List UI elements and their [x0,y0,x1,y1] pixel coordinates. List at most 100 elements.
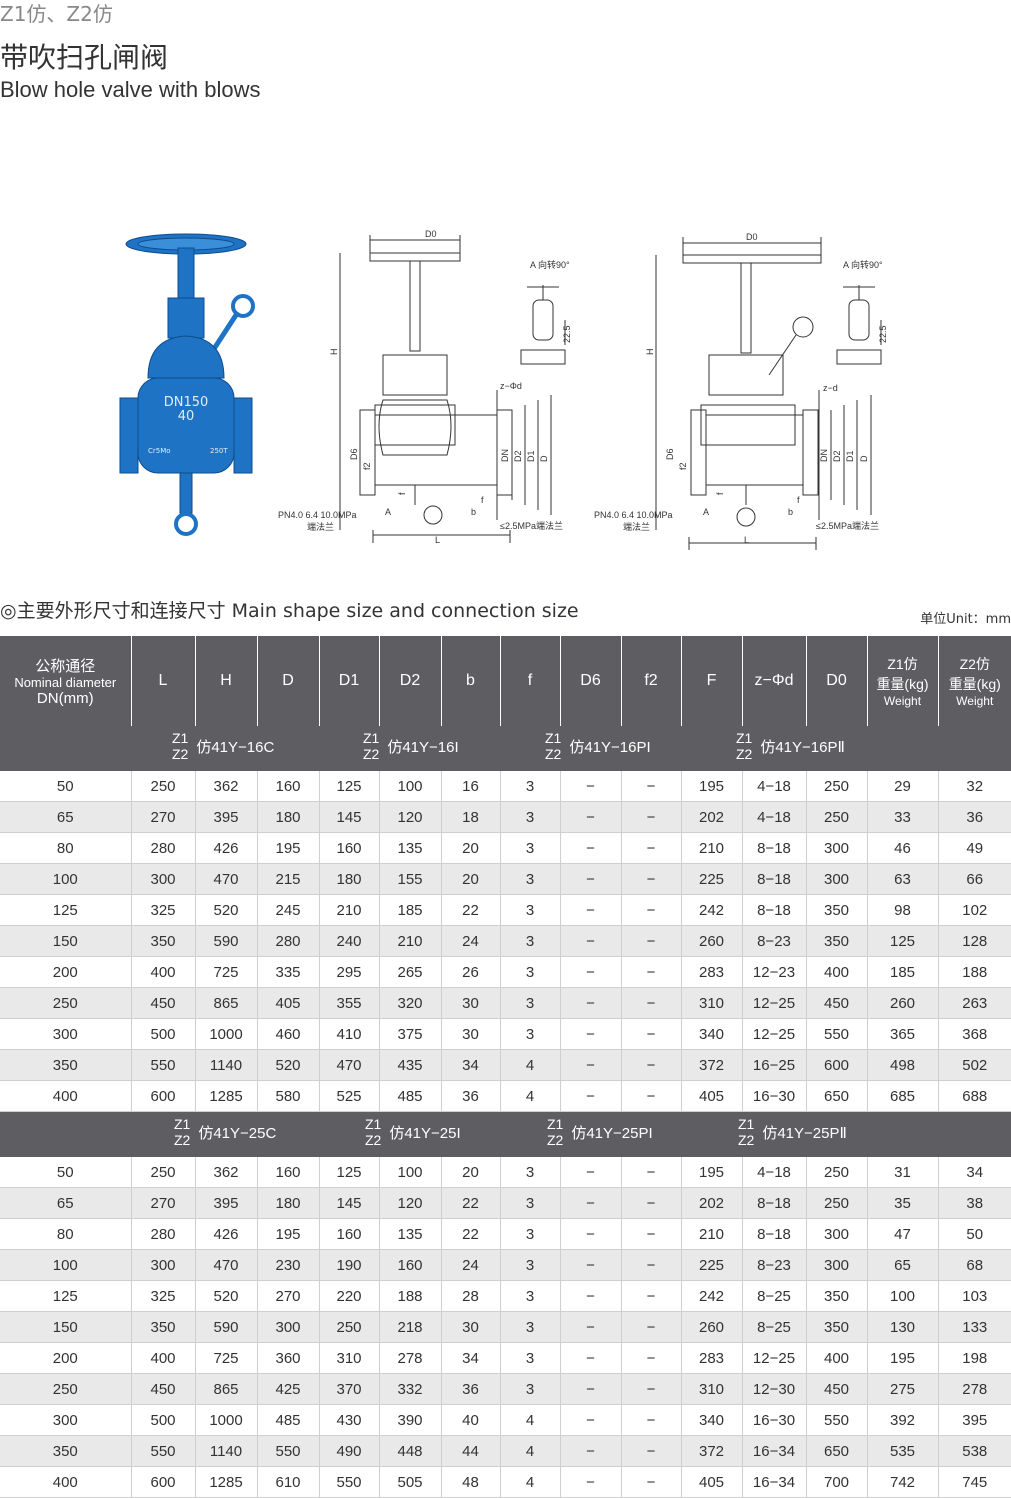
table-cell: 263 [938,988,1011,1019]
dim-f-right: f [797,495,800,505]
table-cell: 280 [131,833,195,864]
table-cell: 400 [806,957,867,988]
table-cell: 202 [681,802,742,833]
z2-code: Z2 [174,1132,190,1148]
table-cell: 390 [379,1405,441,1436]
dim-225-left: 22.5 [562,325,572,343]
dim-f-left: f [481,495,484,505]
table-cell: 1140 [195,1436,257,1467]
table-cell: 103 [938,1281,1011,1312]
col-z2-weight: Z2仿 重量(kg) Weight [938,636,1011,726]
dim-a-right: A [703,507,709,517]
table-cell: 180 [319,864,379,895]
z2-code: Z2 [545,746,561,762]
table-cell: 865 [195,1374,257,1405]
table-cell: 550 [257,1436,319,1467]
table-cell: 36 [441,1081,500,1112]
table-cell: 400 [806,1343,867,1374]
z1-code: Z1 [365,1116,381,1132]
table-cell: − [621,988,681,1019]
table-cell: 98 [867,895,938,926]
table-cell: 350 [806,926,867,957]
table-cell: 650 [806,1081,867,1112]
dim-h-left: H [329,349,339,356]
table-cell: 260 [681,1312,742,1343]
table-cell: 130 [867,1312,938,1343]
table-cell: 100 [867,1281,938,1312]
valve-photo: DN150 40 Cr5Mo 250T [118,228,278,548]
table-cell: 335 [257,957,319,988]
table-cell: 435 [379,1050,441,1081]
col-header: b [441,636,500,726]
table-cell: 450 [131,1374,195,1405]
table-cell: 410 [319,1019,379,1050]
table-cell: 180 [257,802,319,833]
table-cell: 470 [195,1250,257,1281]
col-header: D [257,636,319,726]
table-cell: 1140 [195,1050,257,1081]
z2-code: Z2 [172,746,188,762]
table-cell: 16 [441,771,500,802]
table-cell: 63 [867,864,938,895]
table-cell: 500 [131,1019,195,1050]
dim-arrow-right: A 向转90° [843,259,883,270]
table-cell: 300 [131,1250,195,1281]
dim-d0-right: D0 [746,232,758,242]
table-cell: − [560,1157,621,1188]
table-cell: 210 [681,833,742,864]
table-cell: 3 [500,1374,560,1405]
table-cell: 865 [195,988,257,1019]
z2-code: Z2 [547,1132,563,1148]
table-cell: 8−18 [742,1219,806,1250]
table-cell: − [621,895,681,926]
table-cell: 34 [441,1050,500,1081]
table-cell: 3 [500,926,560,957]
page-title-en: Blow hole valve with blows [0,77,260,103]
table-cell: 100 [0,1250,131,1281]
dim-d1-right: D1 [845,450,855,462]
table-cell: − [560,833,621,864]
table-cell: 283 [681,1343,742,1374]
table-cell: − [621,1343,681,1374]
table-cell: 242 [681,1281,742,1312]
table-cell: 490 [319,1436,379,1467]
table-cell: − [621,1374,681,1405]
page-title-cn: 带吹扫孔闸阀 [0,36,168,76]
note-flange-left: 端法兰 [307,521,334,532]
table-cell: 34 [441,1343,500,1374]
table-cell: − [560,1343,621,1374]
table-cell: 250 [131,1157,195,1188]
table-cell: − [560,926,621,957]
table-cell: 3 [500,1312,560,1343]
table-cell: 4 [500,1081,560,1112]
table-cell: 265 [379,957,441,988]
dim-d0-left: D0 [425,229,437,239]
table-cell: 16−34 [742,1436,806,1467]
table-cell: − [560,988,621,1019]
table-cell: 195 [867,1343,938,1374]
table-cell: 195 [681,1157,742,1188]
table-cell: − [621,864,681,895]
table-cell: 40 [441,1405,500,1436]
table-cell: 340 [681,1405,742,1436]
section-title: ◎主要外形尺寸和连接尺寸 Main shape size and connect… [0,596,579,623]
photo-plate-1: DN150 [164,395,209,410]
dim-f2-left: f2 [362,462,372,470]
table-cell: − [560,1374,621,1405]
table-cell: 485 [379,1081,441,1112]
table-cell: 3 [500,957,560,988]
table-cell: 230 [257,1250,319,1281]
table-cell: 198 [938,1343,1011,1374]
table-cell: 8−23 [742,1250,806,1281]
table-cell: 600 [806,1050,867,1081]
table-cell: 133 [938,1312,1011,1343]
table-cell: 278 [938,1374,1011,1405]
